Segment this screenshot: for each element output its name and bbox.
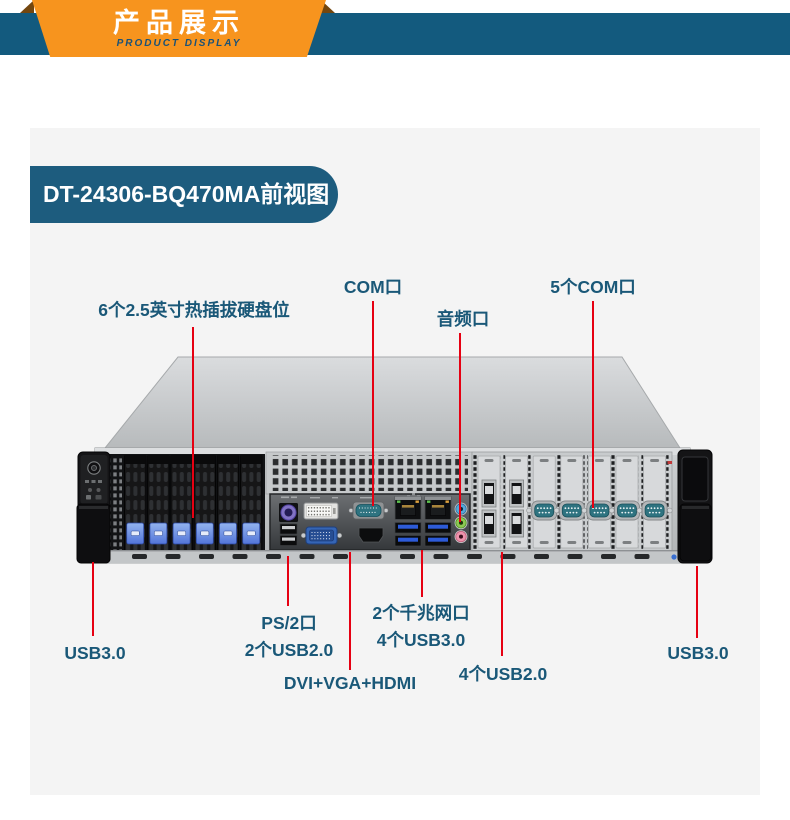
label-audio-port: 音频口 xyxy=(436,309,490,329)
usb2-ports xyxy=(279,523,298,546)
pointer-line-5-com-ports xyxy=(592,301,594,508)
pointer-line-usb3-left xyxy=(92,562,94,636)
banner-subtitle: PRODUCT DISPLAY xyxy=(116,38,242,49)
server-front-view-image xyxy=(76,356,713,564)
vga-port xyxy=(301,526,342,545)
label-usb3-left: USB3.0 xyxy=(64,643,126,663)
pointer-line-lan-usb3 xyxy=(421,550,423,597)
com-port-onboard xyxy=(348,501,389,520)
pointer-line-ps2-usb2 xyxy=(287,556,289,606)
right-ear xyxy=(677,449,713,564)
vent-grid xyxy=(265,451,473,495)
pointer-line-usb3-right xyxy=(696,566,698,638)
io-recess xyxy=(269,492,471,551)
pointer-line-audio-port xyxy=(459,333,461,522)
drive-bays xyxy=(108,454,265,554)
label-dvi-vga-hdmi: DVI+VGA+HDMI xyxy=(283,673,417,693)
left-ear xyxy=(76,451,111,564)
perforated-strip xyxy=(110,457,122,551)
pointer-line-hdd-bays xyxy=(192,327,194,518)
label-hdd-bays: 6个2.5英寸热插拔硬盘位 xyxy=(98,300,290,320)
pointer-line-com-port xyxy=(372,301,374,506)
bottom-rail xyxy=(95,550,690,563)
ribbon-fold-left xyxy=(20,0,34,13)
label-lan-line2: 4个USB3.0 xyxy=(376,630,466,650)
label-ps2-line1: PS/2口 xyxy=(261,613,317,633)
label-usb3-right: USB3.0 xyxy=(667,643,729,663)
expansion-slots xyxy=(471,451,673,553)
indicator-led-icons xyxy=(85,480,102,500)
model-badge: DT-24306-BQ470MA前视图 xyxy=(30,166,338,223)
audio-jacks xyxy=(454,502,468,543)
label-com-port: COM口 xyxy=(343,277,403,297)
label-ps2-usb2: PS/2口 2个USB2.0 xyxy=(245,610,334,664)
com-port-cards xyxy=(526,500,673,521)
product-display-banner: 产品展示 PRODUCT DISPLAY xyxy=(32,0,326,57)
label-lan-line1: 2个千兆网口 xyxy=(372,603,470,623)
label-ps2-line2: 2个USB2.0 xyxy=(244,640,334,660)
pointer-line-4-usb2 xyxy=(501,552,503,656)
banner-title: 产品展示 xyxy=(113,8,245,38)
label-lan-usb3: 2个千兆网口 4个USB3.0 xyxy=(372,600,469,654)
label-5-com-ports: 5个COM口 xyxy=(550,277,636,297)
dvi-port xyxy=(303,502,339,520)
ps2-port xyxy=(279,503,298,522)
label-4-usb2: 4个USB2.0 xyxy=(458,664,548,684)
hdmi-port xyxy=(358,527,384,543)
pointer-line-dvi-vga-hdmi xyxy=(349,552,351,670)
